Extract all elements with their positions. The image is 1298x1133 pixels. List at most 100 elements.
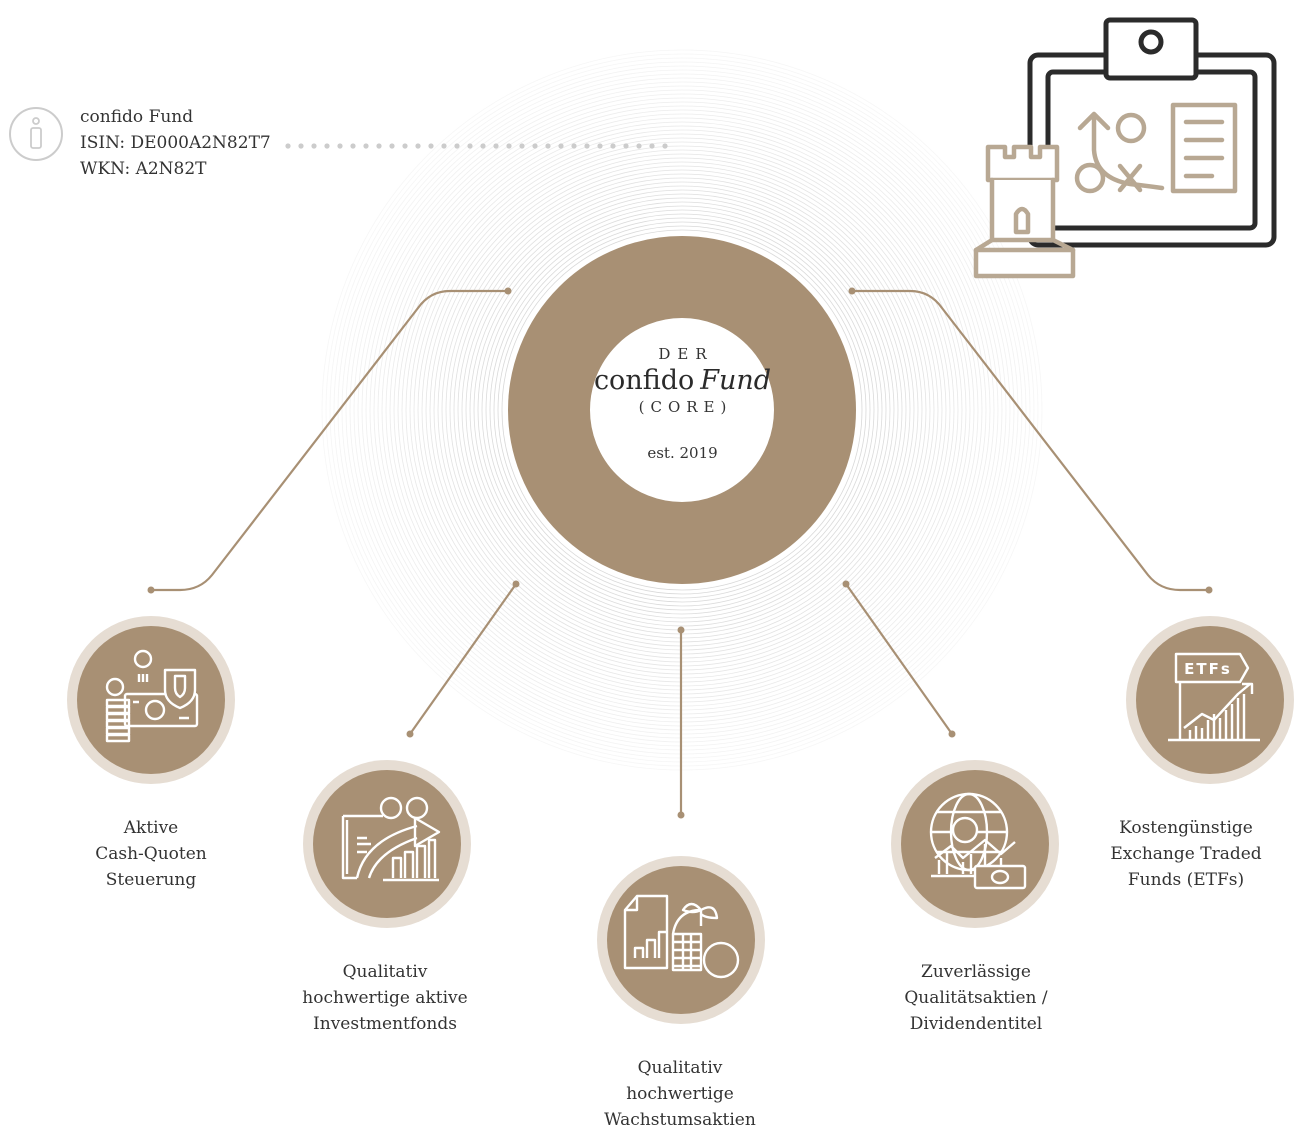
core-subtitle: (CORE) bbox=[638, 398, 733, 416]
investment-growth-icon bbox=[303, 760, 471, 928]
pillar-label-line: Aktive bbox=[123, 818, 179, 838]
connector-dot bbox=[504, 287, 512, 295]
ripple-rings bbox=[321, 49, 1043, 771]
leader-dot bbox=[480, 143, 486, 149]
leader-dot bbox=[402, 143, 408, 149]
ripple-ring bbox=[473, 201, 891, 619]
leader-dot bbox=[623, 143, 629, 149]
pillar-label-growth: Qualitativ hochwertige Wachstumsaktien bbox=[570, 1055, 790, 1133]
connector-dot bbox=[406, 730, 414, 738]
pillar-label-line: Wachstumsaktien bbox=[604, 1110, 756, 1130]
leader-dot bbox=[649, 143, 655, 149]
connector-dot bbox=[842, 580, 850, 588]
pillar-label-line: Funds (ETFs) bbox=[1127, 870, 1245, 890]
connector-dots bbox=[147, 287, 1213, 819]
ripple-ring bbox=[501, 229, 863, 591]
leader-dot bbox=[298, 143, 304, 149]
pillar-label-dividend: Zuverlässige Qualitätsaktien / Dividende… bbox=[866, 959, 1086, 1037]
fund-wkn: WKN: A2N82T bbox=[80, 159, 207, 179]
pillar-label-line: Cash-Quoten bbox=[95, 844, 207, 864]
core-fund-name-regular: confido bbox=[593, 365, 695, 396]
connector-dot bbox=[677, 811, 685, 819]
pillar-label-line: Qualitativ bbox=[342, 962, 428, 982]
pillar-label-etf: Kostengünstige Exchange Traded Funds (ET… bbox=[1076, 815, 1296, 893]
leader-dot bbox=[597, 143, 603, 149]
leader-dot bbox=[519, 143, 525, 149]
leader-dot bbox=[532, 143, 538, 149]
leader-dot bbox=[311, 143, 317, 149]
pillar-label-line: Exchange Traded bbox=[1110, 844, 1262, 864]
pillar-label-cash: Aktive Cash-Quoten Steuerung bbox=[41, 815, 261, 893]
leader-dot bbox=[506, 143, 512, 149]
pillar-label-line: Steuerung bbox=[105, 870, 197, 890]
leader-dot bbox=[467, 143, 473, 149]
cash-shield-icon bbox=[67, 616, 235, 784]
connector-dot bbox=[677, 626, 685, 634]
pillar-label-line: Dividendentitel bbox=[909, 1014, 1043, 1034]
connector-line-etf bbox=[852, 289, 1209, 592]
ripple-ring bbox=[477, 205, 887, 615]
dotted-leader bbox=[285, 143, 668, 149]
connector-dot bbox=[948, 730, 956, 738]
leader-dot bbox=[350, 143, 356, 149]
fund-name: confido Fund bbox=[80, 107, 194, 127]
leader-dot bbox=[337, 143, 343, 149]
leader-dot bbox=[324, 143, 330, 149]
connector-dot bbox=[848, 287, 856, 295]
leader-dot bbox=[584, 143, 590, 149]
pillar-label-line: Kostengünstige bbox=[1119, 818, 1253, 838]
connector-line-funds bbox=[409, 583, 517, 735]
leader-dot bbox=[558, 143, 564, 149]
core-fund-name-italic: Fund bbox=[700, 365, 772, 396]
leader-dot bbox=[389, 143, 395, 149]
leader-dot bbox=[428, 143, 434, 149]
leader-dot bbox=[610, 143, 616, 149]
pillar-label-line: hochwertige aktive bbox=[302, 988, 468, 1008]
leader-dot bbox=[441, 143, 447, 149]
ripple-ring bbox=[465, 193, 899, 627]
fund-info: confido Fund ISIN: DE000A2N82T7 WKN: A2N… bbox=[80, 104, 271, 182]
strategy-board-rook-icon bbox=[973, 17, 1277, 279]
fund-isin: ISIN: DE000A2N82T7 bbox=[80, 133, 271, 153]
pillar-label-line: Qualitativ bbox=[637, 1058, 723, 1078]
ripple-ring bbox=[493, 221, 871, 599]
leader-dot bbox=[662, 143, 668, 149]
etf-chart-icon: ETFs bbox=[1126, 616, 1294, 784]
leader-dot bbox=[571, 143, 577, 149]
pillar-label-line: Zuverlässige bbox=[921, 962, 1031, 982]
leader-dot bbox=[285, 143, 291, 149]
connector-line-cash bbox=[151, 289, 508, 592]
etf-badge-text: ETFs bbox=[1184, 660, 1232, 678]
leader-dot bbox=[545, 143, 551, 149]
leader-dot bbox=[493, 143, 499, 149]
ripple-ring bbox=[489, 217, 875, 603]
ripple-ring bbox=[497, 225, 867, 595]
leader-dot bbox=[363, 143, 369, 149]
ripple-ring bbox=[485, 213, 879, 607]
leader-dot bbox=[454, 143, 460, 149]
plant-coins-chart-icon bbox=[597, 856, 765, 1024]
globe-money-chart-icon bbox=[891, 760, 1059, 928]
core-der-label: DER bbox=[658, 345, 714, 363]
ripple-ring bbox=[469, 197, 895, 623]
core-ring bbox=[508, 236, 856, 584]
connector-line-dividend bbox=[845, 583, 953, 735]
pillar-label-funds: Qualitativ hochwertige aktive Investment… bbox=[275, 959, 495, 1037]
connector-dot bbox=[147, 586, 155, 594]
pillar-label-line: hochwertige bbox=[626, 1084, 734, 1104]
pillar-label-line: Qualitätsaktien / bbox=[904, 988, 1048, 1008]
leader-dot bbox=[376, 143, 382, 149]
connector-dot bbox=[512, 580, 520, 588]
info-icon[interactable] bbox=[9, 107, 63, 161]
leader-dot bbox=[636, 143, 642, 149]
pillar-label-line: Investmentfonds bbox=[313, 1014, 457, 1034]
core-established: est. 2019 bbox=[647, 444, 718, 462]
pillar-badges: ETFs bbox=[67, 616, 1294, 1024]
connector-dot bbox=[1205, 586, 1213, 594]
connector-lines bbox=[151, 289, 1209, 815]
leader-dot bbox=[415, 143, 421, 149]
ripple-ring bbox=[481, 209, 883, 611]
